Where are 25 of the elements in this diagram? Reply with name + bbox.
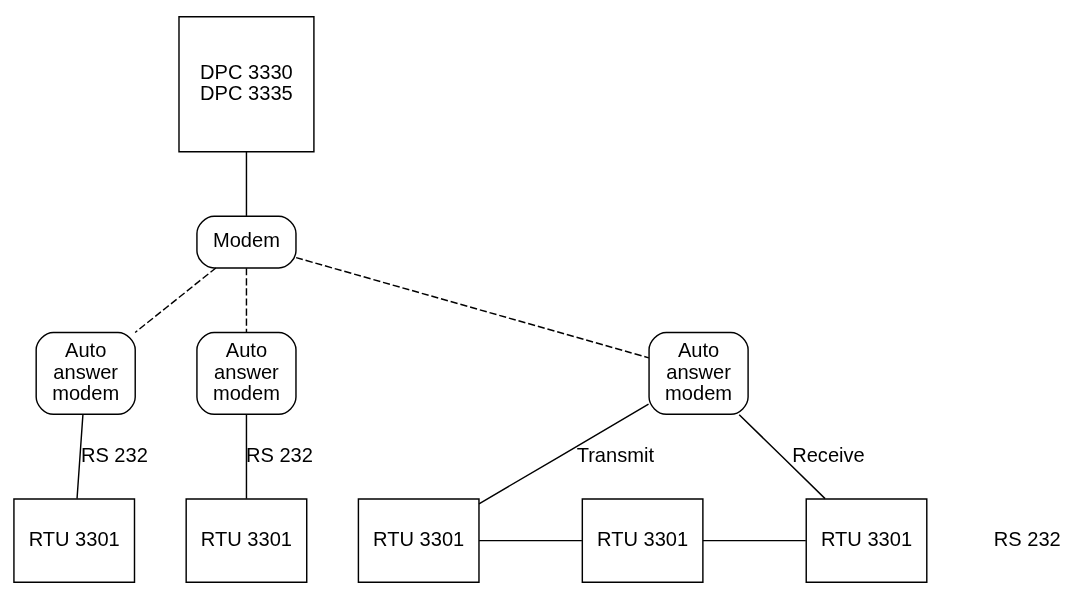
node-box: Auto answer modem	[196, 331, 297, 416]
connector	[245, 151, 248, 217]
connector	[134, 267, 217, 334]
node-box: RTU 3301	[805, 498, 928, 583]
node-box: RTU 3301	[581, 498, 704, 583]
node-box: RTU 3301	[185, 498, 308, 583]
edge-label: Transmit	[576, 443, 654, 466]
node-box: DPC 3330 DPC 3335	[178, 16, 315, 153]
connector	[738, 413, 826, 500]
connector	[245, 413, 248, 500]
edge-label: Receive	[792, 443, 865, 466]
node-box: Auto answer modem	[35, 331, 136, 416]
node-box: Auto answer modem	[648, 331, 749, 416]
connector	[295, 256, 650, 359]
connector	[245, 267, 248, 333]
node-box: RTU 3301	[357, 498, 480, 583]
node-box: RTU 3301	[13, 498, 136, 583]
label: RS 232	[993, 527, 1061, 550]
connector	[76, 413, 84, 500]
connector	[702, 539, 807, 542]
edge-label: RS 232	[245, 443, 313, 466]
connector	[478, 539, 583, 542]
connector	[478, 403, 650, 505]
edge-label: RS 232	[80, 443, 148, 466]
node-box: Modem	[196, 215, 297, 269]
